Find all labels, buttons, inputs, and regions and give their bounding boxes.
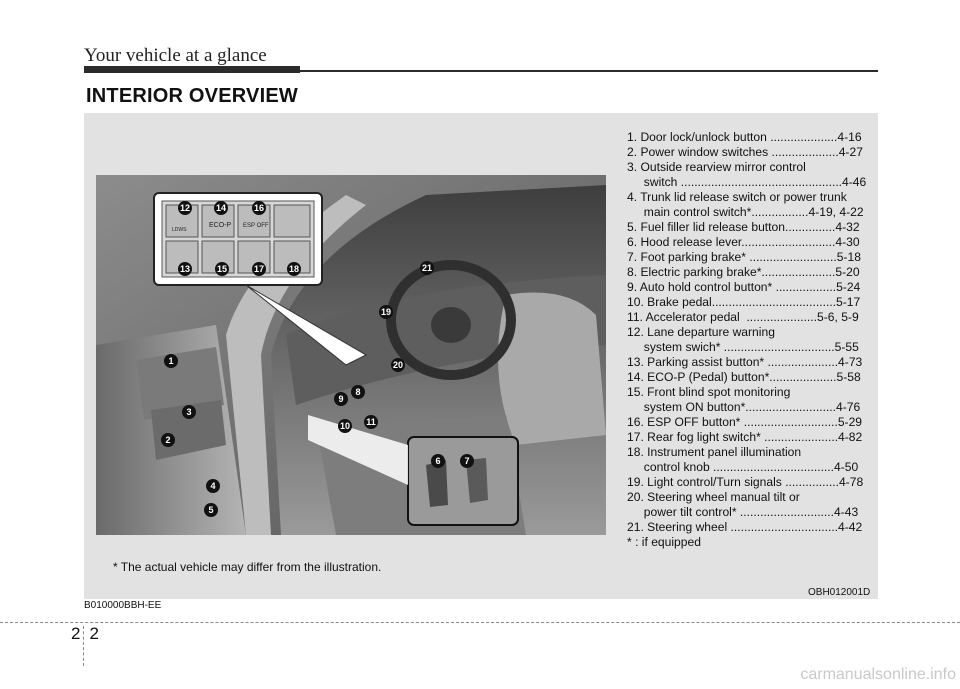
callout-21: 21 (420, 261, 434, 275)
legend-item: * : if equipped (627, 535, 701, 549)
svg-text:18: 18 (289, 264, 299, 274)
svg-text:10: 10 (340, 421, 350, 431)
header-rule-thin (300, 70, 878, 72)
legend-item: 10. Brake pedal.........................… (627, 295, 861, 309)
eco-p-switch-label: ECO-P (209, 222, 232, 229)
callout-1: 1 (164, 354, 178, 368)
header-rule-thick (84, 66, 300, 73)
callout-8: 8 (351, 385, 365, 399)
callout-13: 13 (178, 262, 192, 276)
legend-item: 1. Door lock/unlock button .............… (627, 130, 862, 144)
svg-text:12: 12 (180, 203, 190, 213)
callout-7: 7 (460, 454, 474, 468)
legend-item: 13. Parking assist button* .............… (627, 355, 863, 369)
page-number-separator (83, 626, 84, 666)
callout-10: 10 (338, 419, 352, 433)
section-title: INTERIOR OVERVIEW (86, 85, 298, 107)
callout-15: 15 (215, 262, 229, 276)
vehicle-interior-illustration: ECO-P ESP OFF LDWS 1 2 3 4 5 6 7 8 9 10 … (96, 175, 606, 535)
svg-text:20: 20 (393, 360, 403, 370)
legend-item: 19. Light control/Turn signals .........… (627, 475, 864, 489)
callout-3: 3 (182, 405, 196, 419)
figure-code: OBH012001D (808, 587, 871, 598)
callout-12: 12 (178, 201, 192, 215)
legend-item: 2. Power window switches ...............… (627, 145, 863, 159)
callout-11: 11 (364, 415, 378, 429)
legend-item: 14. ECO-P (Pedal) button*...............… (627, 370, 861, 384)
legend-item: 9. Auto hold control button* ...........… (627, 280, 861, 294)
page-number: 22 (71, 624, 108, 643)
svg-text:11: 11 (366, 417, 376, 427)
legend-item: 15. Front blind spot monitoring system O… (627, 385, 861, 414)
illustration-footnote: * The actual vehicle may differ from the… (113, 560, 382, 574)
legend-item: 5. Fuel filler lid release button.......… (627, 220, 860, 234)
svg-text:8: 8 (355, 387, 360, 397)
legend-item: 7. Foot parking brake* .................… (627, 250, 861, 264)
legend-item: 16. ESP OFF button* ....................… (627, 415, 863, 429)
callout-4: 4 (206, 479, 220, 493)
legend-item: 21. Steering wheel .....................… (627, 520, 863, 534)
callout-9: 9 (334, 392, 348, 406)
legend-item: 17. Rear fog light switch* .............… (627, 430, 863, 444)
callout-2: 2 (161, 433, 175, 447)
reference-code: B010000BBH-EE (84, 600, 162, 611)
callout-14: 14 (214, 201, 228, 215)
svg-text:21: 21 (422, 263, 432, 273)
svg-text:7: 7 (464, 456, 469, 466)
svg-text:2: 2 (165, 435, 170, 445)
header-title: Your vehicle at a glance (84, 45, 267, 66)
watermark: carmanualsonline.info (800, 666, 956, 683)
legend-item: 8. Electric parking brake*..............… (627, 265, 860, 279)
svg-text:19: 19 (381, 307, 391, 317)
callout-18: 18 (287, 262, 301, 276)
svg-text:5: 5 (208, 505, 213, 515)
svg-text:9: 9 (338, 394, 343, 404)
svg-text:17: 17 (254, 264, 264, 274)
svg-text:1: 1 (168, 356, 173, 366)
legend-item: 3. Outside rearview mirror control switc… (627, 160, 867, 189)
callout-20: 20 (391, 358, 405, 372)
footer-divider (0, 622, 960, 623)
svg-text:14: 14 (216, 203, 226, 213)
legend-item: 12. Lane departure warning system swich*… (627, 325, 859, 354)
svg-text:13: 13 (180, 264, 190, 274)
legend-item: 4. Trunk lid release switch or power tru… (627, 190, 864, 219)
callout-5: 5 (204, 503, 218, 517)
callout-16: 16 (252, 201, 266, 215)
legend-item: 11. Accelerator pedal ..................… (627, 310, 859, 324)
svg-text:6: 6 (435, 456, 440, 466)
callout-6: 6 (431, 454, 445, 468)
svg-text:15: 15 (217, 264, 227, 274)
legend-item: 20. Steering wheel manual tilt or power … (627, 490, 859, 519)
svg-text:3: 3 (186, 407, 191, 417)
callout-17: 17 (252, 262, 266, 276)
ldws-switch-label: LDWS (172, 227, 187, 233)
legend-item: 18. Instrument panel illumination contro… (627, 445, 859, 474)
legend-item: 6. Hood release lever...................… (627, 235, 860, 249)
esp-off-switch-label: ESP OFF (243, 223, 269, 229)
svg-text:16: 16 (254, 203, 264, 213)
svg-text:4: 4 (210, 481, 215, 491)
component-legend: 1. Door lock/unlock button .............… (627, 130, 877, 550)
callout-19: 19 (379, 305, 393, 319)
